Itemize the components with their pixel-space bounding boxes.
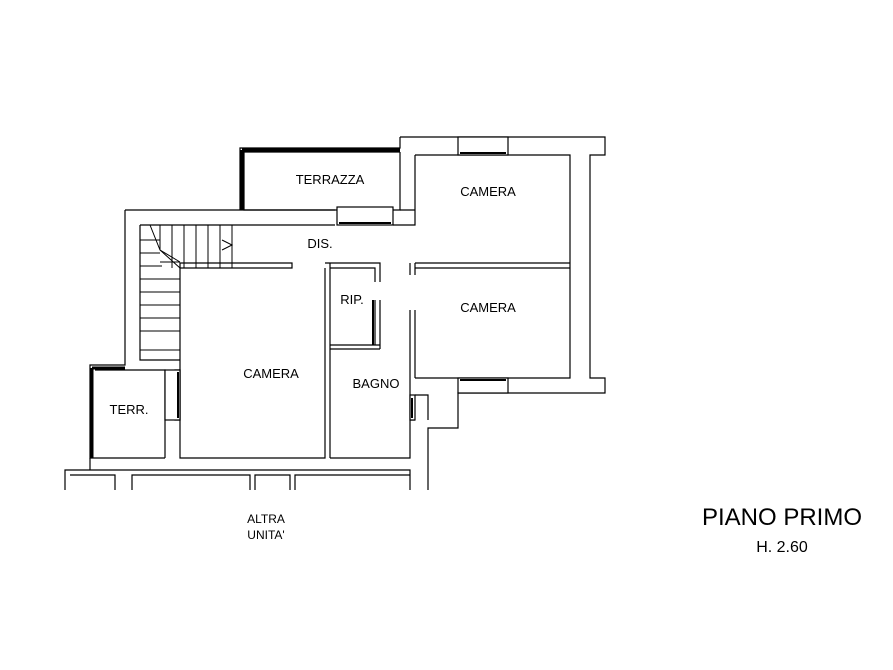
plan-height: H. 2.60	[756, 539, 808, 556]
window-camera-est	[457, 377, 509, 394]
camera-divider-wall	[409, 262, 570, 275]
dis-wall-north	[393, 155, 416, 226]
room-label-camera-ovest: CAMERA	[243, 366, 299, 381]
camera-ovest-walls	[179, 263, 331, 459]
room-label-dis: DIS.	[307, 236, 332, 251]
neighbor-boundary	[64, 458, 411, 490]
room-label-camera-est: CAMERA	[460, 300, 516, 315]
room-label-rip: RIP.	[340, 292, 364, 307]
bagno-walls	[330, 310, 429, 459]
window-terr	[164, 369, 181, 421]
window-camera-nord	[457, 136, 509, 156]
terrazza-parapet	[240, 148, 400, 210]
terrazza-wall	[239, 137, 401, 210]
terr-parapet	[90, 366, 125, 458]
neighbor-label-line1: ALTRA	[247, 512, 285, 526]
room-label-camera-nord: CAMERA	[460, 184, 516, 199]
camera-ovest-north-wall	[179, 262, 293, 269]
neighbor-label-line2: UNITA'	[247, 528, 284, 542]
room-label-terrazza: TERRAZZA	[296, 172, 365, 187]
rip-walls	[325, 262, 381, 350]
outer-wall-outer	[400, 136, 606, 490]
room-label-terr: TERR.	[110, 402, 149, 417]
window-terrazza	[336, 206, 394, 226]
west-wall	[89, 209, 335, 459]
staircase	[139, 224, 234, 351]
room-label-bagno: BAGNO	[353, 376, 400, 391]
plan-title: PIANO PRIMO	[702, 504, 862, 531]
